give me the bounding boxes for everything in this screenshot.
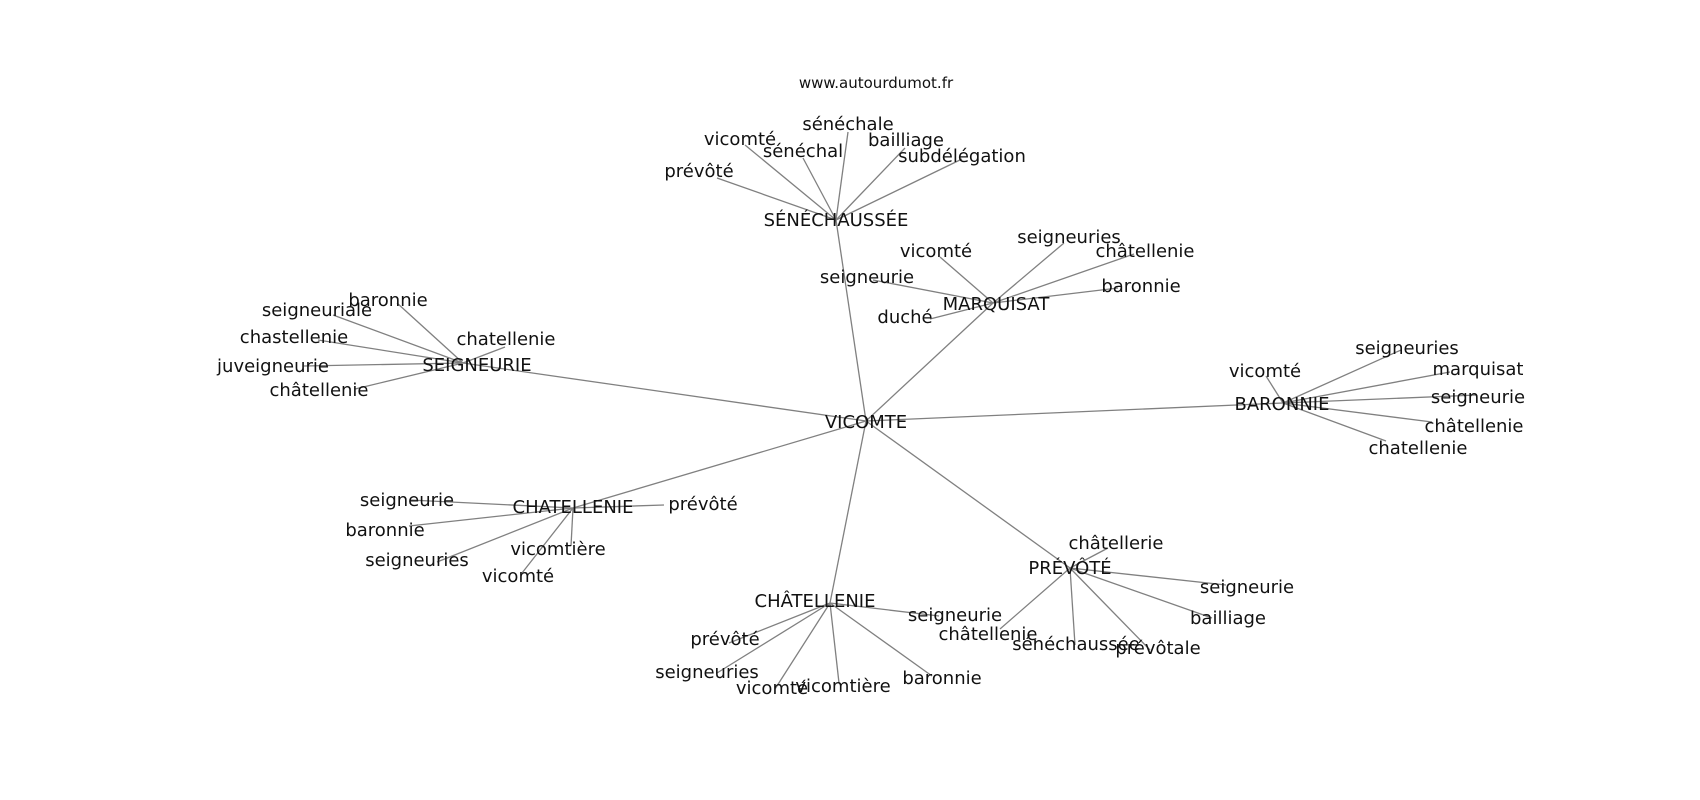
leaf-node-label: sénéchal xyxy=(763,141,843,162)
site-url: www.autourdumot.fr xyxy=(799,74,954,92)
leaf-node-label: vicomtière xyxy=(795,676,890,697)
leaf-node-label: seigneurie xyxy=(820,267,914,288)
leaf-node-label: chastellenie xyxy=(240,327,348,348)
leaf-node-label: marquisat xyxy=(1433,359,1524,380)
root-edge xyxy=(830,421,866,603)
leaf-node-label: vicomté xyxy=(1229,361,1301,382)
cluster-node-label: SÉNÉCHAUSSÉE xyxy=(764,209,909,231)
leaf-node-label: prévôtale xyxy=(1115,638,1200,659)
root-node-label: VICOMTE xyxy=(825,412,907,433)
labels-layer: www.autourdumot.fr VICOMTE SÉNÉCHAUSSÉE s… xyxy=(216,74,1525,699)
leaf-node-label: prévôté xyxy=(664,161,733,182)
root-edge xyxy=(866,403,1283,421)
leaf-node-label: baronnie xyxy=(1101,276,1180,297)
leaf-node-label: seigneurie xyxy=(360,490,454,511)
cluster-node-label: BARONNIE xyxy=(1235,394,1330,415)
leaf-node-label: prévôté xyxy=(690,629,759,650)
leaf-node-label: seigneuries xyxy=(1355,338,1459,359)
leaf-node-label: seigneuriale xyxy=(262,300,372,321)
leaf-node-label: duché xyxy=(877,307,932,328)
leaf-node-label: baronnie xyxy=(902,668,981,689)
leaf-node-label: bailliage xyxy=(1190,608,1266,629)
cluster-node-label: CHÂTELLENIE xyxy=(755,590,876,612)
root-edge xyxy=(866,421,1070,568)
leaf-node-label: chatellenie xyxy=(1368,438,1467,459)
cluster-node-label: SEIGNEURIE xyxy=(422,355,531,376)
leaf-node-label: seigneuries xyxy=(365,550,469,571)
leaf-node-label: seigneurie xyxy=(1431,387,1525,408)
root-edge xyxy=(836,220,866,421)
leaf-edge xyxy=(830,603,839,683)
leaf-node-label: châtellenie xyxy=(269,380,368,401)
leaf-node-label: châtellenie xyxy=(1095,241,1194,262)
cluster-node-label: PRÉVÔTÉ xyxy=(1028,557,1111,579)
leaf-node-label: châtellerie xyxy=(1068,533,1163,554)
leaf-node-label: seigneurie xyxy=(908,605,1002,626)
leaf-node-label: baronnie xyxy=(345,520,424,541)
cluster-node-label: MARQUISAT xyxy=(943,294,1051,315)
leaf-node-label: vicomté xyxy=(482,566,554,587)
leaf-node-label: vicomtière xyxy=(510,539,605,560)
leaf-node-label: chatellenie xyxy=(456,329,555,350)
leaf-node-label: subdélégation xyxy=(898,146,1026,167)
leaf-node-label: châtellenie xyxy=(1424,416,1523,437)
leaf-node-label: vicomté xyxy=(900,241,972,262)
leaf-node-label: prévôté xyxy=(668,494,737,515)
cluster-node-label: CHATELLENIE xyxy=(513,497,634,518)
leaf-node-label: seigneurie xyxy=(1200,577,1294,598)
leaf-node-label: juveigneurie xyxy=(216,356,329,377)
